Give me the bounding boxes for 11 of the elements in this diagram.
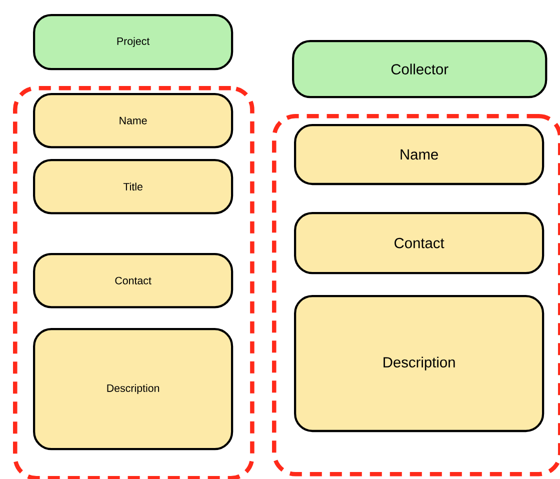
- rounded-box: Name: [294, 124, 544, 186]
- rounded-box: Name: [33, 93, 234, 148]
- dashed-group-box: [272, 114, 560, 476]
- rounded-box: Description: [33, 328, 234, 450]
- rounded-box: Project: [33, 14, 234, 70]
- rounded-box: Contact: [33, 253, 234, 308]
- dashed-group-box: [13, 86, 254, 479]
- rounded-box: Description: [294, 295, 544, 432]
- rounded-box: Contact: [294, 212, 544, 274]
- rounded-box: Collector: [292, 40, 548, 98]
- rounded-box: Title: [33, 159, 234, 214]
